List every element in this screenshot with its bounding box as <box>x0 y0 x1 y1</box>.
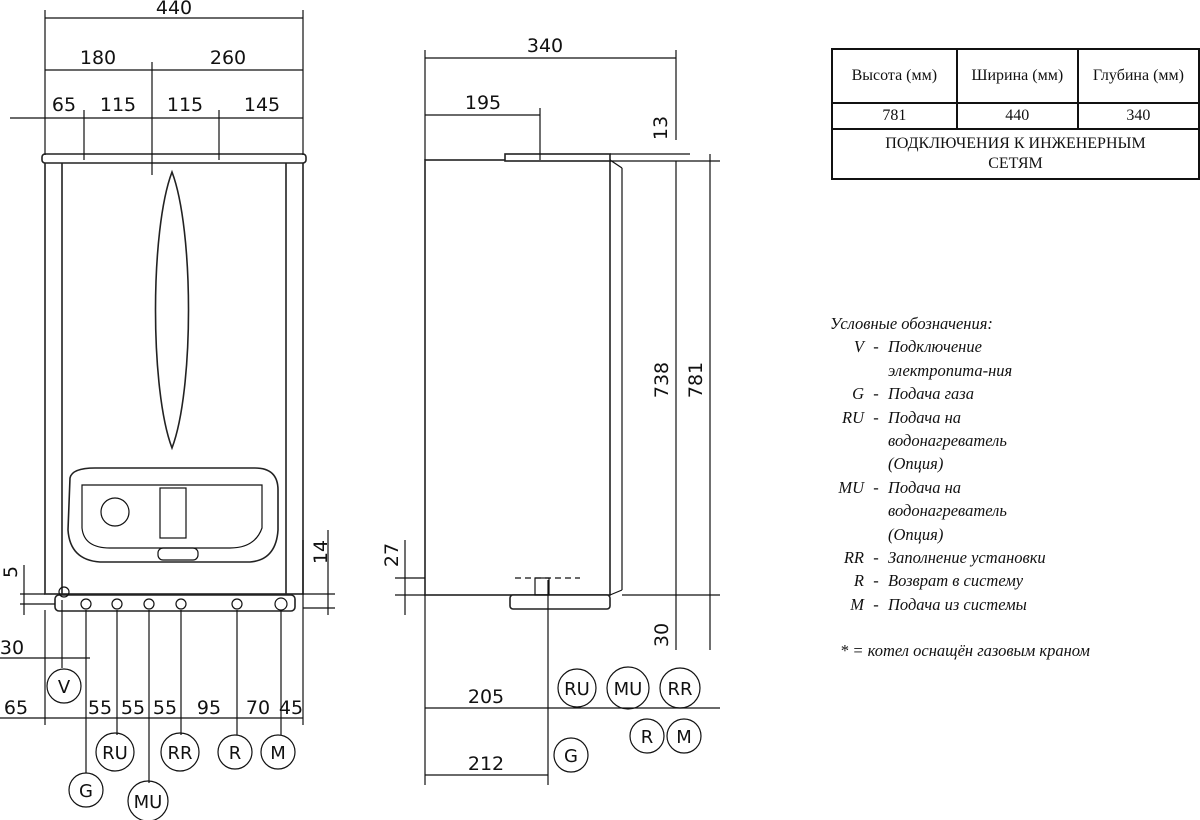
dim-depth-340: 340 <box>527 35 563 57</box>
connection-R: R <box>217 734 253 770</box>
legend-item: R-Возврат в систему <box>853 571 1024 591</box>
svg-text:RU: RU <box>102 743 128 764</box>
svg-text:RU: RU <box>564 679 590 700</box>
svg-text:R: R <box>229 743 242 764</box>
connection-M: M <box>260 734 296 770</box>
side-connection-M: M <box>666 718 702 754</box>
boiler-body-side <box>424 159 611 596</box>
gas-valve-icon <box>534 577 550 596</box>
dim-5: 5 <box>0 566 22 578</box>
side-view: 340 195 13 738 781 30 27 205 212 RU MU R… <box>381 35 720 785</box>
dim-width-440: 440 <box>156 0 192 19</box>
svg-text:M: M <box>270 743 286 764</box>
side-top-plate <box>504 153 611 162</box>
top-plate <box>41 153 307 164</box>
control-panel <box>67 467 279 563</box>
svg-text:G: G <box>564 746 578 767</box>
svg-text:R: R <box>641 727 654 748</box>
side-connection-RR: RR <box>659 667 701 709</box>
front-view: 440 180 260 65 115 115 145 5 30 65 14 55… <box>0 0 335 820</box>
pipe-stubs <box>58 586 288 611</box>
svg-text:V: V <box>58 677 71 698</box>
legend-item: G-Подача газа <box>852 384 974 404</box>
legend-item: M-Подача из системы <box>850 594 1027 614</box>
display-icon <box>159 487 187 539</box>
connection-V: V <box>46 668 82 704</box>
connection-G: G <box>68 772 104 808</box>
dim-95: 95 <box>197 697 221 719</box>
svg-text:RR: RR <box>667 679 692 700</box>
connection-MU: MU <box>127 780 169 820</box>
dim-115-b: 115 <box>167 94 203 116</box>
svg-text:M: M <box>676 727 692 748</box>
header-width: Ширина (мм) <box>955 48 1079 104</box>
dim-30-side: 30 <box>651 623 673 647</box>
svg-text:RR: RR <box>167 743 192 764</box>
legend: Условные обозначения: V-Подключение элек… <box>830 312 1188 663</box>
connection-RR: RR <box>160 732 200 772</box>
legend-item: RU-Подача на водонагреватель (Опция) <box>842 407 1007 474</box>
connection-RU: RU <box>95 732 135 772</box>
front-dimension-lines <box>0 10 335 783</box>
side-connection-G: G <box>553 737 589 773</box>
svg-text:G: G <box>79 781 93 802</box>
value-width: 440 <box>955 102 1079 130</box>
dim-13: 13 <box>650 116 672 140</box>
legend-item: RR-Заполнение установки <box>843 548 1046 568</box>
dim-55-b: 55 <box>121 697 145 719</box>
dim-205: 205 <box>468 686 504 708</box>
side-connection-R: R <box>629 718 665 754</box>
dim-45: 45 <box>279 697 303 719</box>
dim-738: 738 <box>651 362 673 398</box>
side-bottom-manifold <box>509 594 611 610</box>
dim-55-a: 55 <box>88 697 112 719</box>
dim-115-a: 115 <box>100 94 136 116</box>
table-footer: ПОДКЛЮЧЕНИЯ К ИНЖЕНЕРНЫМ СЕТЯМ <box>831 128 1200 180</box>
dim-65-bottom: 65 <box>4 697 28 719</box>
dim-145: 145 <box>244 94 280 116</box>
legend-note: * = котел оснащён газовым краном <box>840 641 1090 661</box>
dim-height-781: 781 <box>685 362 707 398</box>
svg-text:MU: MU <box>614 679 643 700</box>
value-height: 781 <box>831 102 958 130</box>
dim-70: 70 <box>246 697 270 719</box>
svg-text:MU: MU <box>134 792 163 813</box>
dim-14: 14 <box>310 540 332 564</box>
side-dimension-lines <box>395 50 720 785</box>
dimensions-table: Высота (мм) Ширина (мм) Глубина (мм) 781… <box>831 48 1200 180</box>
dim-195: 195 <box>465 92 501 114</box>
dim-30: 30 <box>0 637 24 659</box>
legend-title: Условные обозначения: <box>830 314 993 333</box>
side-connection-RU: RU <box>557 668 597 708</box>
dim-260: 260 <box>210 47 246 69</box>
dim-212: 212 <box>468 753 504 775</box>
pressure-gauge-icon <box>100 497 130 527</box>
front-lens-decoration <box>154 169 190 451</box>
value-depth: 340 <box>1076 102 1200 130</box>
header-height: Высота (мм) <box>831 48 958 104</box>
dim-55-c: 55 <box>153 697 177 719</box>
dim-180: 180 <box>80 47 116 69</box>
legend-item: MU-Подача на водонагреватель (Опция) <box>838 477 1007 544</box>
control-panel-inner <box>81 484 263 549</box>
dim-27: 27 <box>381 543 403 567</box>
dim-65: 65 <box>52 94 76 116</box>
side-connection-MU: MU <box>606 666 650 710</box>
legend-item: V-Подключение электропита-ния <box>853 337 1013 380</box>
knob-icon <box>157 547 199 561</box>
header-depth: Глубина (мм) <box>1076 48 1200 104</box>
